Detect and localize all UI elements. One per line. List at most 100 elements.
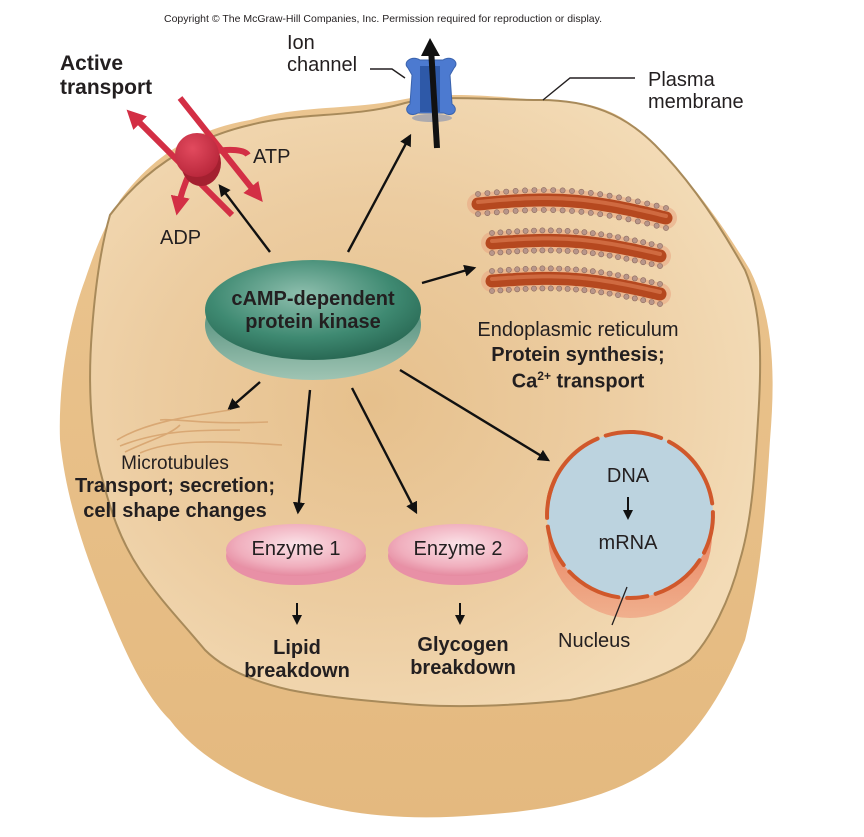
ribosome xyxy=(514,266,521,273)
ribosome xyxy=(657,281,663,287)
kinase-line-1: cAMP-dependent xyxy=(231,288,395,310)
ribosome xyxy=(514,248,521,255)
arrow-to-nucleus xyxy=(399,368,551,462)
ribosome xyxy=(547,265,554,272)
ion-channel-line-2: channel xyxy=(287,54,358,77)
ribosome xyxy=(539,227,546,234)
enzyme-1-shape xyxy=(226,524,366,585)
plasma-membrane-leader xyxy=(542,77,635,101)
ribosome xyxy=(540,187,547,193)
kinase-label: cAMP-dependent protein kinase xyxy=(205,288,421,334)
arrow-to-er xyxy=(421,264,477,285)
ribosome xyxy=(634,198,641,205)
ribosome xyxy=(587,209,594,216)
ribosome xyxy=(484,210,491,216)
ribosome xyxy=(559,207,566,214)
ribosome xyxy=(598,289,605,296)
enzyme-2-shape xyxy=(388,524,528,585)
ribosome xyxy=(556,265,563,272)
ribosome xyxy=(589,268,596,275)
ribosome xyxy=(625,216,632,223)
ribosome xyxy=(598,269,605,276)
ribosome xyxy=(484,190,491,196)
ribosome xyxy=(497,229,504,236)
ribosome xyxy=(569,188,575,194)
ribosome xyxy=(489,288,495,294)
glycogen-breakdown-label: Glycogen breakdown xyxy=(388,634,538,680)
ribosome xyxy=(648,299,655,305)
active-transport-line-2: transport xyxy=(60,75,153,99)
nuclear-envelope-segment xyxy=(625,594,650,600)
er-name-label: Endoplasmic reticulum xyxy=(477,319,679,341)
er-cisterna-highlight xyxy=(476,196,668,218)
ribosome xyxy=(606,192,613,199)
ribosome xyxy=(623,235,630,242)
ribosome xyxy=(573,286,579,293)
enzyme-2-label: Enzyme 2 xyxy=(413,538,503,560)
lipid-breakdown-label: Lipid breakdown xyxy=(222,637,372,683)
ribosome xyxy=(505,266,512,273)
plasma-membrane-line-1: Plasma xyxy=(648,69,715,91)
ribosome xyxy=(598,231,605,238)
plasma-membrane-label: Plasma membrane xyxy=(648,69,744,114)
glycogen-line-2: breakdown xyxy=(410,657,516,679)
ribosome xyxy=(623,273,630,280)
ribosome xyxy=(615,254,621,260)
ribosome xyxy=(589,250,596,257)
ribosome xyxy=(497,267,504,274)
ribosome xyxy=(663,225,669,231)
ribosome xyxy=(597,191,604,198)
lipid-line-1: Lipid xyxy=(273,637,321,659)
nucleus-label: Nucleus xyxy=(558,630,631,652)
ribosome xyxy=(606,232,613,239)
ribosome xyxy=(653,202,660,209)
nucleus xyxy=(545,430,715,626)
er-function-line-2: Ca2+ transport xyxy=(440,369,716,393)
ribosome xyxy=(657,301,663,307)
plasma-membrane-line-2: membrane xyxy=(648,91,744,114)
ribosome xyxy=(522,285,529,292)
ribosome xyxy=(505,286,512,293)
ribosome xyxy=(640,297,647,304)
ribosome xyxy=(556,227,563,234)
ribosome xyxy=(606,252,613,259)
er-cisterna-highlight xyxy=(490,236,662,256)
active-transport-line-1: Active xyxy=(60,52,124,75)
ribosome xyxy=(564,285,571,292)
nuclear-envelope-segment xyxy=(567,569,621,600)
ribosome xyxy=(531,265,537,272)
er-cisterna-highlight xyxy=(490,274,662,294)
ribosome xyxy=(657,263,663,269)
ribosome xyxy=(648,261,655,267)
ribosome xyxy=(615,272,621,278)
ribosome xyxy=(578,188,585,195)
ribosome xyxy=(475,191,481,197)
ribosome xyxy=(475,211,481,217)
ribosome xyxy=(657,243,663,249)
microtubules xyxy=(116,409,283,454)
ribosome xyxy=(522,227,529,234)
ribosome xyxy=(573,248,579,255)
ribosome xyxy=(634,218,641,225)
ribosome xyxy=(522,187,528,194)
ribosome xyxy=(653,222,660,229)
ion-channel-label: Ion channel xyxy=(287,32,367,77)
ribosome xyxy=(615,234,621,240)
ribosome xyxy=(640,277,647,284)
nuclear-envelope-segment xyxy=(653,558,702,596)
ribosome xyxy=(514,286,521,293)
ribosome xyxy=(512,187,519,194)
enzyme-1-label: Enzyme 1 xyxy=(251,538,341,560)
ribosome xyxy=(631,257,638,264)
ribosome xyxy=(493,209,500,216)
ribosome xyxy=(564,227,571,234)
ion-channel xyxy=(370,38,457,149)
microtubules-name-label: Microtubules xyxy=(121,453,229,474)
ribosome xyxy=(497,287,504,294)
ribosome xyxy=(512,207,519,214)
endoplasmic-reticulum xyxy=(467,187,677,307)
arrow-to-enzyme1 xyxy=(292,389,312,515)
nuclear-envelope-segment xyxy=(702,510,715,555)
camp-dependent-protein-kinase xyxy=(205,260,421,380)
